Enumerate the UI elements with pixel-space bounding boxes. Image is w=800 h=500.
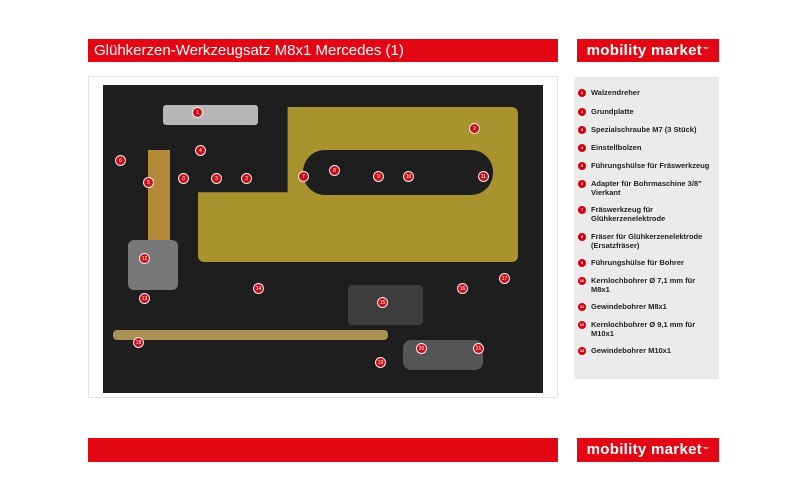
logo-text: mobility market (586, 42, 703, 59)
sleeves (403, 340, 483, 370)
logo-tm: ™ (703, 447, 710, 453)
legend-label: Gewindebohrer M8x1 (591, 302, 667, 311)
legend-number: 12 (578, 321, 586, 329)
photo-marker: 8 (329, 165, 340, 176)
photo-marker: 16 (457, 283, 468, 294)
photo-marker: 5 (143, 177, 154, 188)
legend-label: Kernlochbohrer Ø 9,1 mm für M10x1 (591, 320, 696, 338)
legend-number: 2 (578, 108, 586, 116)
legend-number: 8 (578, 233, 586, 241)
photo-marker: 1 (192, 107, 203, 118)
legend-item: 7 Fräswerkzeug für Glühkerzenelektrode (578, 205, 716, 223)
guide-sleeve (128, 240, 178, 290)
photo-marker: 18 (133, 337, 144, 348)
legend-label: Führungshülse für Bohrer (591, 258, 684, 267)
photo-marker: 3 (178, 173, 189, 184)
photo-marker: 10 (403, 171, 414, 182)
legend-label: Spezialschraube M7 (3 Stück) (591, 125, 697, 134)
legend-label: Kernlochbohrer Ø 7,1 mm für M8x1 (591, 276, 696, 294)
photo-marker: 19 (375, 357, 386, 368)
legend-label: Fräser für Glühkerzenelektrode (Ersatzfr… (591, 232, 703, 250)
brand-logo: mobility market™ (577, 39, 719, 62)
legend-number: 10 (578, 277, 586, 285)
photo-marker: 14 (253, 283, 264, 294)
footer-bar (88, 438, 558, 462)
drill-bit (113, 330, 388, 340)
photo-marker: 13 (139, 293, 150, 304)
legend-number: 4 (578, 144, 586, 152)
photo-marker: 3 (241, 173, 252, 184)
parts-legend: 1 Walzendreher 2 Grundplatte 3 Spezialschra… (574, 77, 719, 379)
photo-marker: 17 (499, 273, 510, 284)
photo-marker: 7 (298, 171, 309, 182)
photo-marker: 15 (377, 297, 388, 308)
legend-item: 6 Adapter für Bohrmaschine 3/8" Vierkant (578, 179, 716, 197)
legend-item: 8 Fräser für Glühkerzenelektrode (Ersatzf… (578, 232, 716, 250)
legend-label: Adapter für Bohrmaschine 3/8" Vierkant (591, 179, 702, 197)
legend-item: 9 Führungshülse für Bohrer (578, 258, 716, 267)
photo-marker: 21 (473, 343, 484, 354)
legend-number: 11 (578, 303, 586, 311)
legend-item: 2 Grundplatte (578, 107, 716, 116)
legend-number: 6 (578, 180, 586, 188)
legend-label: Walzendreher (591, 88, 640, 97)
legend-item: 5 Führungshülse für Fräswerkzeug (578, 161, 716, 170)
legend-label: Grundplatte (591, 107, 634, 116)
legend-number: 13 (578, 347, 586, 355)
tool-sleeve (148, 150, 170, 250)
roller-tool (163, 105, 258, 125)
legend-item: 10 Kernlochbohrer Ø 7,1 mm für M8x1 (578, 276, 716, 294)
photo-marker: 2 (469, 123, 480, 134)
legend-item: 1 Walzendreher (578, 88, 716, 97)
photo-marker: 4 (195, 145, 206, 156)
photo-marker: 3 (211, 173, 222, 184)
footer-logo: mobility market™ (577, 438, 719, 462)
page-title: Glühkerzen-Werkzeugsatz M8x1 Mercedes (1… (88, 39, 558, 62)
legend-label: Einstellbolzen (591, 143, 642, 152)
legend-item: 3 Spezialschraube M7 (3 Stück) (578, 125, 716, 134)
legend-number: 9 (578, 259, 586, 267)
photo-marker: 11 (478, 171, 489, 182)
logo-tm: ™ (703, 47, 710, 53)
photo-marker: 12 (139, 253, 150, 264)
legend-item: 13 Gewindebohrer M10x1 (578, 346, 716, 355)
legend-number: 3 (578, 126, 586, 134)
photo-marker: 6 (115, 155, 126, 166)
legend-item: 11 Gewindebohrer M8x1 (578, 302, 716, 311)
photo-marker: 20 (416, 343, 427, 354)
legend-item: 4 Einstellbolzen (578, 143, 716, 152)
legend-label: Führungshülse für Fräswerkzeug (591, 161, 710, 170)
legend-item: 12 Kernlochbohrer Ø 9,1 mm für M10x1 (578, 320, 716, 338)
legend-label: Gewindebohrer M10x1 (591, 346, 672, 355)
legend-number: 1 (578, 89, 586, 97)
legend-number: 5 (578, 162, 586, 170)
logo-text: mobility market (586, 441, 703, 458)
product-photo: 1 2 3 3 3 4 5 6 7 8 9 10 11 12 13 14 15 … (103, 85, 543, 393)
legend-number: 7 (578, 206, 586, 214)
photo-marker: 9 (373, 171, 384, 182)
legend-label: Fräswerkzeug für Glühkerzenelektrode (591, 205, 666, 223)
